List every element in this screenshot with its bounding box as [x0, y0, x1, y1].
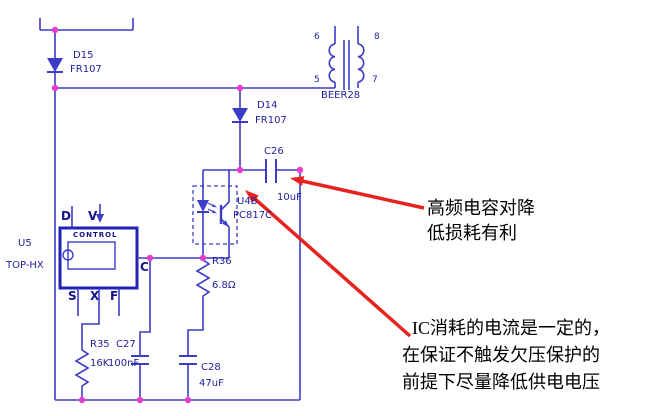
transformer-pin7-label: 7	[372, 75, 378, 85]
annotation-ic-line1: IC消耗的电流是一定的，	[412, 318, 610, 338]
chip-u5-symbol	[58, 204, 229, 316]
junction-dots	[51, 26, 304, 404]
transformer-pin5-label: 5	[314, 75, 320, 85]
u5-pin-x-label: X	[90, 289, 100, 303]
c27-ref-label: C27	[116, 339, 136, 350]
capacitor-c26-symbol	[203, 159, 300, 183]
u5-pin-f-label: F	[110, 289, 119, 303]
wires	[39, 18, 335, 401]
u5-ref-label: U5	[18, 238, 32, 249]
r36-ref-label: R36	[212, 256, 232, 267]
c27-value-label: 100nF	[108, 358, 140, 369]
resistor-r36-symbol	[187, 258, 211, 356]
annotation-c26-line2: 低损耗有利	[427, 223, 517, 243]
annotation-c26-line1: 高频电容对降	[427, 198, 535, 218]
u5-part-label: TOP-HX	[6, 260, 44, 271]
d15-part-label: FR107	[70, 64, 102, 75]
c28-value-label: 47uF	[199, 378, 224, 389]
u5-pin-d-label: D	[61, 209, 71, 223]
u5-pin-s-label: S	[68, 289, 77, 303]
optocoupler-u4b-symbol	[192, 170, 238, 258]
r36-value-label: 6.8Ω	[212, 280, 236, 291]
d14-ref-label: D14	[257, 100, 278, 111]
d14-part-label: FR107	[255, 115, 287, 126]
c28-ref-label: C28	[201, 362, 221, 373]
r35-value-label: 16K	[90, 358, 110, 369]
annotation-ic-line2: 在保证不触发欠压保护的	[402, 345, 600, 365]
annotation-arrow-c26	[290, 176, 425, 210]
annotation-arrow-ic	[245, 190, 412, 338]
c26-ref-label: C26	[264, 146, 284, 157]
capacitor-c28-symbol	[179, 355, 197, 400]
transformer-symbol	[328, 26, 365, 90]
transformer-name-label: BEER28	[321, 90, 361, 101]
u4b-ref-label: U4B	[237, 196, 258, 207]
u5-pin-v-label: V	[88, 209, 98, 223]
resistor-r35-symbol	[74, 288, 100, 400]
transformer-pin8-label: 8	[374, 32, 380, 42]
u4b-part-label: PC817C	[233, 210, 273, 221]
d15-ref-label: D15	[73, 50, 94, 61]
capacitor-c27-symbol	[131, 258, 151, 400]
c26-value-label: 10uF	[277, 192, 302, 203]
r35-ref-label: R35	[90, 339, 110, 350]
u5-control-block-label: CONTROL	[73, 231, 118, 239]
u5-pin-c-label: C	[140, 260, 149, 274]
diode-d14-symbol	[232, 88, 248, 170]
diode-d15-symbol	[47, 58, 63, 73]
transformer-pin6-label: 6	[314, 32, 320, 42]
annotation-ic-line3: 前提下尽量降低供电电压	[402, 372, 600, 392]
